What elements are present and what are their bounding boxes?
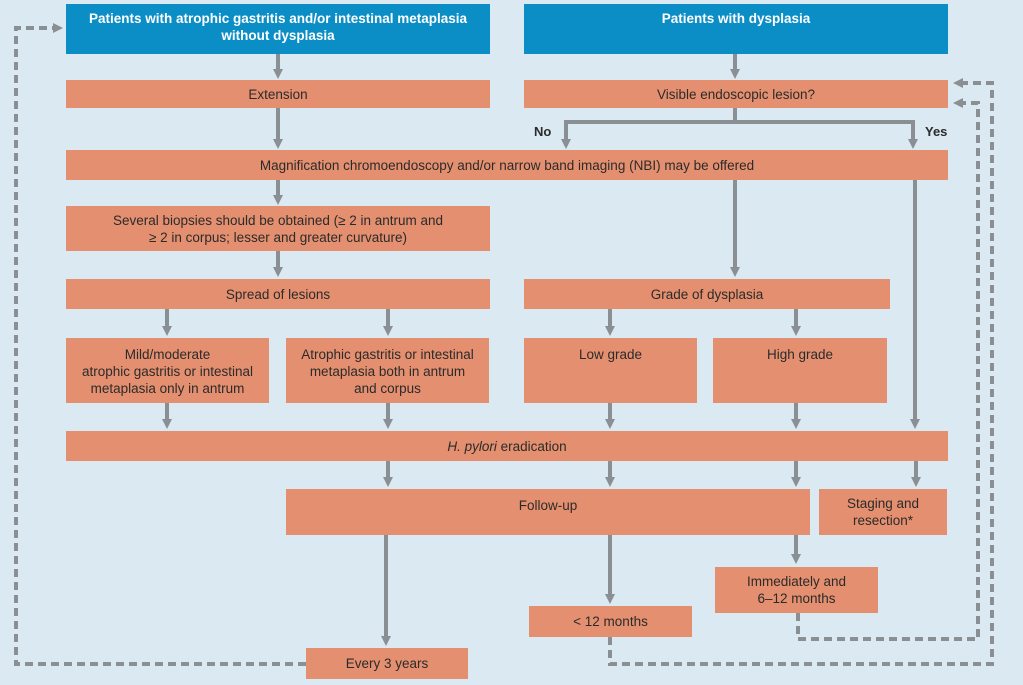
box-atrophic-both: Atrophic gastritis or intestinal metapla…	[286, 338, 489, 403]
box-patients-dysplasia: Patients with dysplasia	[524, 4, 948, 54]
box-follow-up: Follow-up	[286, 489, 810, 535]
hpylori-italic: H. pylori	[447, 438, 497, 454]
box-grade-of-dysplasia: Grade of dysplasia	[524, 279, 890, 309]
box-less-than-12-months: < 12 months	[529, 606, 692, 637]
dashed-loop-every3-to-top-left	[14, 23, 306, 666]
box-visible-lesion: Visible endoscopic lesion?	[524, 80, 948, 108]
box-staging-resection: Staging and resection*	[819, 489, 947, 535]
label-yes: Yes	[925, 124, 948, 139]
dashed-loop-lt12-to-visible-lesion	[608, 78, 994, 666]
box-magnification-nbi: Magnification chromoendoscopy and/or nar…	[66, 150, 948, 180]
box-every-3-years: Every 3 years	[306, 648, 468, 679]
eradication-text: eradication	[496, 438, 567, 454]
box-extension: Extension	[66, 80, 490, 108]
box-biopsies: Several biopsies should be obtained (≥ 2…	[66, 206, 490, 251]
box-hpylori-eradication: H. pylori eradication	[66, 431, 948, 461]
dashed-loop-immediately-to-visible-lesion	[796, 98, 980, 641]
box-spread-of-lesions: Spread of lesions	[66, 279, 490, 309]
box-mild-moderate: Mild/moderate atrophic gastritis or inte…	[66, 338, 269, 403]
box-high-grade: High grade	[713, 338, 887, 403]
arrow-yes-branch	[735, 120, 918, 149]
box-immediately-6-12-months: Immediately and 6–12 months	[715, 567, 878, 613]
box-patients-atrophic-gastritis: Patients with atrophic gastritis and/or …	[66, 4, 490, 54]
label-no: No	[534, 124, 552, 139]
box-low-grade: Low grade	[524, 338, 697, 403]
arrow-no-branch	[561, 108, 737, 149]
